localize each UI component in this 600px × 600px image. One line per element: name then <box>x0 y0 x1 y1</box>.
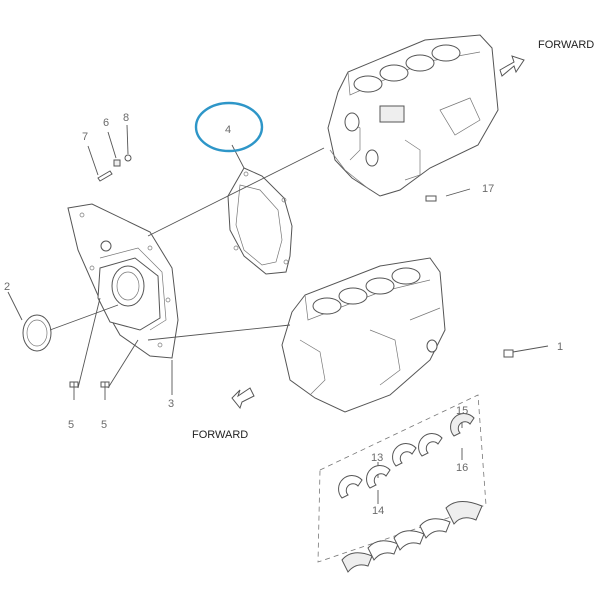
leader-bolt-a <box>77 297 101 389</box>
leader-17 <box>445 188 471 197</box>
callout-14: 14 <box>372 505 384 517</box>
callout-13: 13 <box>371 452 383 464</box>
alignment-line-upper <box>147 147 325 237</box>
callout-15: 15 <box>456 405 468 417</box>
callout-4: 4 <box>225 124 231 136</box>
forward-label-top: FORWARD <box>538 39 594 51</box>
alignment-line-lower <box>147 324 291 341</box>
callout-3: 3 <box>168 398 174 410</box>
callout-5-left: 5 <box>68 419 74 431</box>
leader-6 <box>107 131 117 159</box>
forward-arrow-bottom <box>231 387 255 410</box>
leader-1 <box>512 345 549 353</box>
gasket <box>227 167 293 275</box>
leader-2 <box>7 291 23 321</box>
callout-5-right: 5 <box>101 419 107 431</box>
sensor-17 <box>425 195 437 202</box>
highlight-circle-4 <box>194 101 264 153</box>
stud-7 <box>97 170 113 182</box>
callout-2: 2 <box>4 281 10 293</box>
seal-housing <box>97 257 161 331</box>
forward-arrow-top <box>499 55 525 77</box>
cylinder-block-lower <box>281 257 446 413</box>
leader-seal-axis <box>49 304 119 331</box>
callout-6: 6 <box>103 117 109 129</box>
oil-seal <box>22 314 52 352</box>
callout-16: 16 <box>456 462 468 474</box>
nut-6 <box>113 159 121 167</box>
plug-1 <box>503 349 514 358</box>
leader-4 <box>231 144 245 169</box>
callout-7: 7 <box>82 131 88 143</box>
forward-label-bottom: FORWARD <box>192 429 248 441</box>
cylinder-block-upper <box>327 34 499 197</box>
leader-7 <box>87 145 99 176</box>
bearing-shells-upper <box>338 413 475 499</box>
callout-8: 8 <box>123 112 129 124</box>
callout-1: 1 <box>557 341 563 353</box>
leader-bolt-b <box>107 339 139 389</box>
leader-8 <box>126 124 129 155</box>
bearing-shells-lower <box>341 501 483 573</box>
callout-17: 17 <box>482 183 494 195</box>
washer-8 <box>124 154 132 162</box>
